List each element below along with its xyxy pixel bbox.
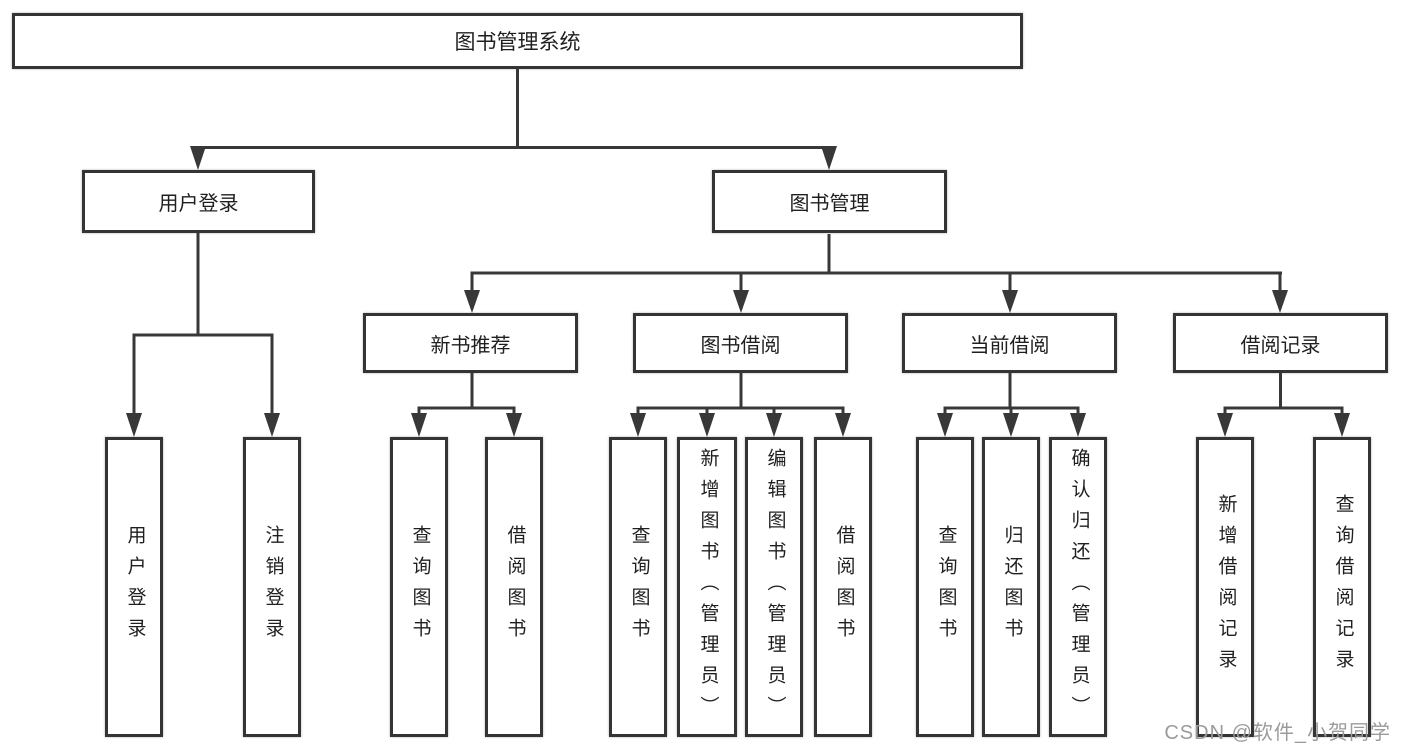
arrowhead-bookmgmt — [821, 146, 837, 170]
leaf-add-books-admin-label: 新增图书（管理员） — [697, 447, 719, 727]
leaf-query-books-borrow-label: 查询图书 — [628, 525, 650, 649]
arrowhead-bookborrow — [733, 290, 749, 313]
arrowhead-leaf-10 — [1070, 413, 1086, 437]
leaf-add-books-admin: 新增图书（管理员） — [677, 437, 737, 737]
node-root-label: 图书管理系统 — [454, 31, 581, 54]
arrowhead-leaf-4 — [630, 413, 646, 437]
leaf-return-books-label: 归还图书 — [1001, 525, 1023, 649]
leaf-query-books-borrow: 查询图书 — [609, 437, 667, 737]
leaf-confirm-return-admin: 确认归还（管理员） — [1049, 437, 1107, 737]
leaf-add-borrow-record-label: 新增借阅记录 — [1215, 494, 1237, 680]
arrowhead-leaf-9 — [1003, 413, 1019, 437]
leaf-borrow-books-recommend-label: 借阅图书 — [504, 525, 526, 649]
leaf-query-borrow-record-label: 查询借阅记录 — [1332, 494, 1354, 680]
leaf-logout: 注销登录 — [243, 437, 301, 737]
arrowhead-leaf-8 — [937, 413, 953, 437]
arrowhead-leaf-11 — [1217, 413, 1233, 437]
leaf-query-books-recommend: 查询图书 — [390, 437, 448, 737]
leaf-query-books-recommend-label: 查询图书 — [409, 525, 431, 649]
node-book-management: 图书管理 — [712, 170, 947, 233]
arrowhead-leaf-3 — [506, 413, 522, 437]
leaf-edit-books-admin-label: 编辑图书（管理员） — [764, 447, 786, 727]
leaf-return-books: 归还图书 — [982, 437, 1040, 737]
node-book-management-label: 图书管理 — [789, 193, 870, 215]
leaf-logout-label: 注销登录 — [262, 525, 284, 649]
arrowhead-borrowrecord — [1272, 290, 1288, 313]
leaf-query-books-current-label: 查询图书 — [935, 525, 957, 649]
node-new-book-recommend-label: 新书推荐 — [430, 334, 511, 357]
arrowhead-userlogin — [190, 146, 206, 170]
arrowhead-leaf-7 — [835, 413, 851, 437]
arrowhead-currentborrow — [1002, 290, 1018, 313]
node-new-book-recommend: 新书推荐 — [363, 313, 578, 373]
csdn-watermark: CSDN @软件_小贺同学 — [1164, 722, 1391, 744]
arrowhead-leaf-0 — [126, 413, 142, 437]
leaf-borrow-books: 借阅图书 — [814, 437, 872, 737]
node-current-borrow-label: 当前借阅 — [969, 334, 1050, 357]
node-book-borrow: 图书借阅 — [633, 313, 848, 373]
arrowhead-leaf-2 — [411, 413, 427, 437]
leaf-confirm-return-admin-label: 确认归还（管理员） — [1068, 447, 1090, 727]
node-user-login: 用户登录 — [82, 170, 315, 233]
arrowhead-leaf-1 — [264, 413, 280, 437]
node-current-borrow: 当前借阅 — [902, 313, 1117, 373]
leaf-edit-books-admin: 编辑图书（管理员） — [745, 437, 803, 737]
leaf-add-borrow-record: 新增借阅记录 — [1196, 437, 1254, 737]
leaf-query-borrow-record: 查询借阅记录 — [1313, 437, 1371, 737]
node-borrow-record: 借阅记录 — [1173, 313, 1388, 373]
leaf-borrow-books-label: 借阅图书 — [833, 525, 855, 649]
node-user-login-label: 用户登录 — [158, 193, 239, 215]
arrowhead-leaf-12 — [1334, 413, 1350, 437]
arrowhead-leaf-6 — [766, 413, 782, 437]
node-borrow-record-label: 借阅记录 — [1240, 334, 1321, 357]
node-root-system: 图书管理系统 — [12, 13, 1023, 69]
arrowhead-newbookrec — [464, 290, 480, 313]
leaf-borrow-books-recommend: 借阅图书 — [485, 437, 543, 737]
leaf-user-login-label: 用户登录 — [124, 525, 146, 649]
arrowhead-leaf-5 — [699, 413, 715, 437]
node-book-borrow-label: 图书借阅 — [700, 334, 781, 357]
leaf-query-books-current: 查询图书 — [916, 437, 974, 737]
leaf-user-login: 用户登录 — [105, 437, 163, 737]
